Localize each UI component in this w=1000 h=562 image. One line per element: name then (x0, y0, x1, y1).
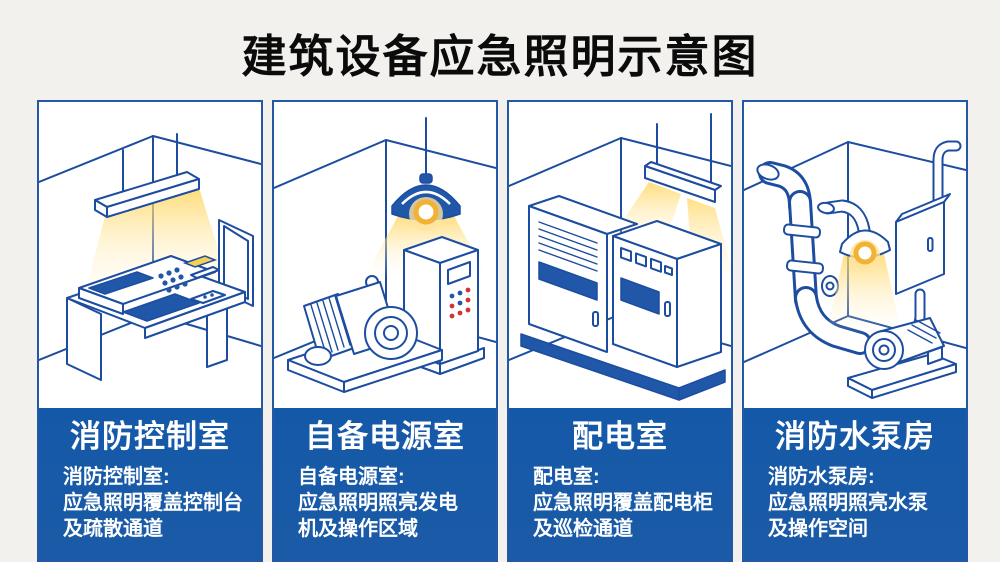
console-buttons (158, 267, 188, 293)
panel-footer-fire-pump-room: 消防水泵房 消防水泵房: 应急照明照亮水泵 及操作空间 (744, 408, 966, 560)
control-console-icon (66, 255, 246, 381)
desc-line: 消防水泵房: (768, 466, 875, 489)
desc-line: 机及操作区域 (298, 518, 418, 541)
cabinet-buttons (449, 287, 471, 319)
panel-row: 消防控制室 消防控制室: 应急照明覆盖控制台 及疏散通道 (37, 100, 968, 562)
generator-room-scene-icon (274, 117, 496, 393)
panel-description: 自备电源室: 应急照明照亮发电 机及操作区域 (274, 462, 496, 542)
panel-fire-pump-room: 消防水泵房 消防水泵房: 应急照明照亮水泵 及操作空间 (742, 100, 968, 562)
panel-footer-fire-control-room: 消防控制室 消防控制室: 应急照明覆盖控制台 及疏散通道 (39, 408, 261, 560)
desc-line: 及疏散通道 (63, 518, 163, 541)
panel-fire-control-room: 消防控制室 消防控制室: 应急照明覆盖控制台 及疏散通道 (37, 100, 263, 562)
fire-control-room-scene-icon (39, 133, 261, 381)
desc-line: 应急照明覆盖配电柜 (533, 492, 713, 515)
cabinet-plinth (520, 333, 726, 401)
desc-line: 应急照明照亮发电 (298, 492, 458, 515)
distribution-cabinet-right-icon (612, 220, 722, 368)
fire-pump-icon (847, 317, 957, 399)
wall-lamp-icon (817, 199, 902, 336)
fire-pump-room-illustration (744, 102, 966, 408)
desc-line: 及操作空间 (768, 518, 868, 541)
fire-control-room-illustration (39, 102, 261, 408)
wall-panel-frame-icon (218, 219, 254, 307)
desc-line: 应急照明覆盖控制台 (63, 492, 243, 515)
desc-line: 及巡检通道 (533, 518, 633, 541)
panel-title: 消防水泵房 (775, 419, 935, 454)
generator-room-illustration (274, 102, 496, 408)
distribution-room-scene-icon (509, 113, 731, 401)
desc-line: 应急照明照亮水泵 (768, 492, 928, 515)
fire-pump-room-scene-icon (744, 140, 966, 399)
panel-generator-room: 自备电源室 自备电源室: 应急照明照亮发电 机及操作区域 (272, 100, 498, 562)
wall-electrical-box-icon (884, 140, 962, 348)
desc-line: 配电室: (533, 466, 600, 489)
panel-title: 消防控制室 (70, 419, 230, 454)
panel-description: 消防控制室: 应急照明覆盖控制台 及疏散通道 (39, 462, 261, 542)
panel-footer-distribution-room: 配电室 配电室: 应急照明覆盖配电柜 及巡检通道 (509, 408, 731, 560)
panel-footer-generator-room: 自备电源室 自备电源室: 应急照明照亮发电 机及操作区域 (274, 408, 496, 560)
panel-description: 消防水泵房: 应急照明照亮水泵 及操作空间 (744, 462, 966, 542)
generator-icon (287, 275, 443, 393)
distribution-room-illustration (509, 102, 731, 408)
panel-description: 配电室: 应急照明覆盖配电柜 及巡检通道 (509, 462, 731, 542)
panel-distribution-room: 配电室 配电室: 应急照明覆盖配电柜 及巡检通道 (507, 100, 733, 562)
desc-line: 自备电源室: (298, 466, 405, 489)
desc-line: 消防控制室: (63, 466, 170, 489)
page-title: 建筑设备应急照明示意图 (241, 31, 759, 82)
panel-title: 自备电源室 (305, 419, 465, 454)
distribution-cabinet-left-icon (528, 195, 638, 353)
panel-title: 配电室 (572, 419, 668, 454)
